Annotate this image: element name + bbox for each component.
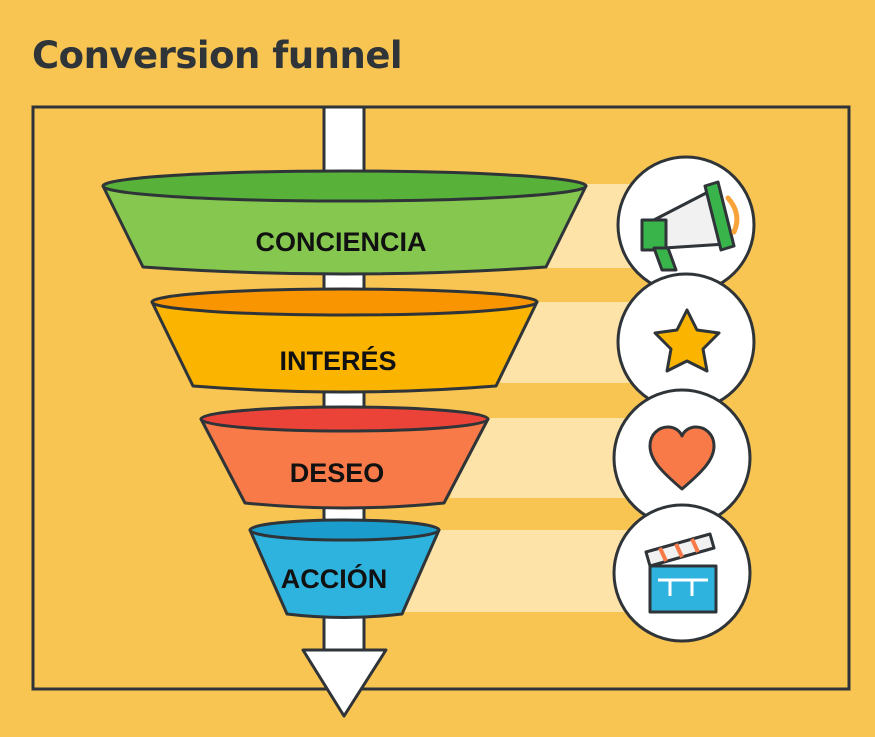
icon-circle-conciencia	[616, 155, 756, 295]
stage-label-conciencia: CONCIENCIA	[255, 227, 426, 257]
star-icon	[653, 308, 721, 373]
page-title: Conversion funnel	[32, 34, 403, 77]
funnel-stage-conciencia: CONCIENCIA	[101, 169, 588, 276]
stage-rim	[150, 287, 539, 317]
funnel-stage-deseo: DESEO	[199, 405, 490, 510]
megaphone-icon	[640, 180, 740, 272]
stage-body	[248, 528, 441, 619]
stage-rim	[101, 169, 588, 203]
clapperboard-icon	[644, 532, 718, 614]
band-deseo	[450, 418, 660, 498]
heart-icon	[648, 425, 716, 491]
funnel-stage-interes: INTERÉS	[150, 287, 539, 394]
icon-circle-interes	[616, 272, 756, 412]
icon-circle-accion	[612, 503, 752, 643]
stage-label-accion: ACCIÓN	[281, 563, 388, 594]
band-accion	[400, 530, 660, 612]
stage-label-interes: INTERÉS	[279, 345, 396, 376]
stage-body	[199, 417, 490, 510]
stage-body	[101, 184, 588, 276]
diagram-frame	[31, 105, 851, 691]
stage-body	[150, 300, 539, 394]
funnel-stage-accion: ACCIÓN	[248, 518, 441, 619]
stage-rim	[248, 518, 441, 542]
icon-circle-deseo	[612, 388, 752, 528]
stage-label-deseo: DESEO	[290, 458, 385, 488]
stage-rim	[199, 405, 490, 433]
flow-arrow-head	[301, 648, 388, 718]
